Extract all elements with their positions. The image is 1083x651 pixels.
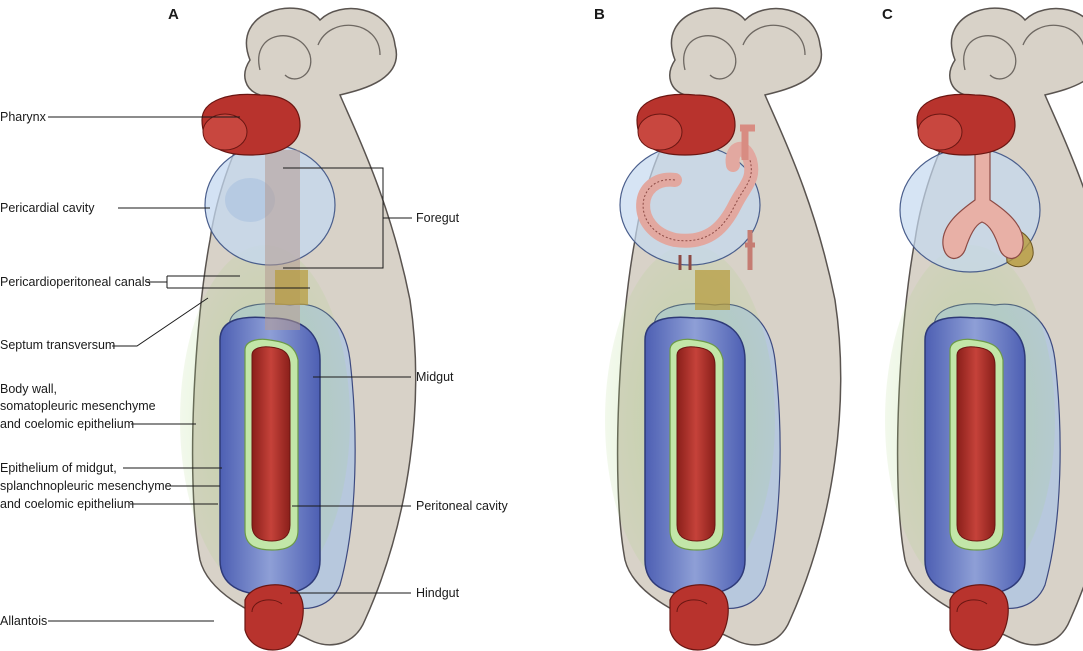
label-allantois: Allantois (0, 614, 47, 628)
label-septum-transversum: Septum transversum (0, 338, 115, 352)
label-body-wall-3: and coelomic epithelium (0, 417, 134, 431)
label-peritoneal-cavity: Peritoneal cavity (416, 499, 508, 513)
label-pharynx: Pharynx (0, 110, 47, 124)
leader-foregut (283, 167, 412, 269)
label-epithelium-midgut-1: Epithelium of midgut, (0, 461, 117, 475)
label-body-wall-2: somatopleuric mesenchyme (0, 399, 156, 413)
lung-bud (942, 149, 1024, 259)
label-pericardioperitoneal-canals: Pericardioperitoneal canals (0, 275, 151, 289)
leader-septum-transversum (112, 297, 209, 347)
label-body-wall-1: Body wall, (0, 382, 57, 396)
label-hindgut: Hindgut (416, 586, 460, 600)
label-foregut: Foregut (416, 211, 460, 225)
panel-label-a: A (168, 6, 179, 23)
panel-a-figure (179, 7, 417, 651)
label-pericardial-cavity: Pericardial cavity (0, 201, 95, 215)
leader-pericardioperitoneal-canals (146, 275, 310, 289)
panel-c-figure (884, 7, 1083, 651)
panel-label-c: C (882, 6, 893, 23)
label-midgut: Midgut (416, 370, 454, 384)
label-epithelium-midgut-3: and coelomic epithelium (0, 497, 134, 511)
panel-label-b: B (594, 6, 605, 23)
panel-b-figure (604, 7, 842, 651)
label-epithelium-midgut-2: splanchnopleuric mesenchyme (0, 479, 172, 493)
